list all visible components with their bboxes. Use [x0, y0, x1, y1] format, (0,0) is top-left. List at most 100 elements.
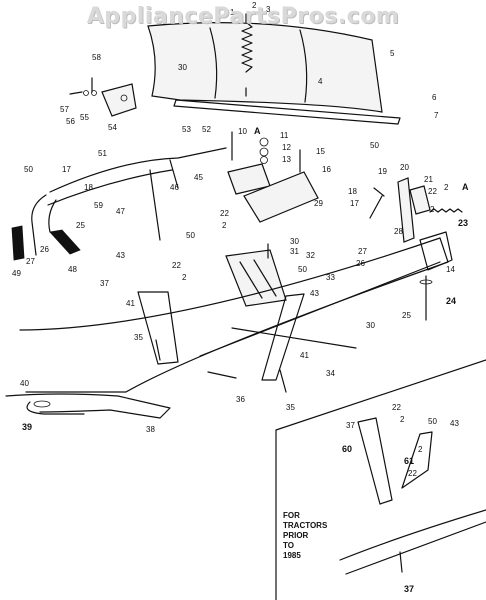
hitch-bracket — [225, 249, 287, 307]
label-50: 50 — [370, 141, 379, 150]
label-13: 13 — [282, 155, 291, 164]
cable-17 — [369, 195, 383, 219]
blade-assembly — [147, 13, 401, 125]
label-23: 23 — [458, 218, 468, 228]
label-14: 14 — [446, 265, 455, 274]
label-27b: 27 — [358, 247, 367, 256]
inset-arm-60 — [357, 417, 393, 505]
label-30c: 30 — [366, 321, 375, 330]
inset-note-line: PRIOR — [283, 531, 309, 540]
label-18a: 18 — [84, 183, 93, 192]
inset-note: FOR TRACTORS PRIOR TO 1985 — [283, 511, 327, 561]
label-3: 3 — [266, 5, 271, 14]
arm-41-right — [261, 293, 305, 381]
label-28: 28 — [394, 227, 403, 236]
rod-18 — [47, 169, 173, 206]
label-A1: A — [254, 126, 261, 136]
label-22c: 22 — [428, 187, 437, 196]
label-18b: 18 — [348, 187, 357, 196]
right-bracket-group — [369, 177, 463, 243]
link-47 — [149, 169, 161, 241]
main-frame-group — [5, 231, 453, 419]
inset-frame — [339, 509, 486, 561]
label-10: 10 — [238, 127, 247, 136]
label-51: 51 — [98, 149, 107, 158]
label-39: 39 — [22, 422, 32, 432]
inset-arm-61 — [401, 431, 433, 489]
label-54: 54 — [108, 123, 117, 132]
label-7: 7 — [434, 111, 439, 120]
label-48: 48 — [68, 265, 77, 274]
lever-46 — [169, 159, 179, 189]
center-pivot-group — [227, 131, 319, 223]
label-35b: 35 — [286, 403, 295, 412]
washer-14 — [419, 279, 433, 285]
label-40: 40 — [20, 379, 29, 388]
label-43a: 43 — [116, 251, 125, 260]
label-20: 20 — [400, 163, 409, 172]
nut-13 — [260, 156, 268, 164]
label-4: 4 — [318, 77, 323, 86]
label-50d: 50 — [298, 265, 307, 274]
hitch-bracket-group — [225, 243, 287, 307]
label-A2: A — [462, 182, 469, 192]
bolt-57 — [69, 91, 83, 95]
hitch-slot — [253, 259, 277, 297]
label-25a: 25 — [76, 221, 85, 230]
label-30: 30 — [178, 63, 187, 72]
label-11: 11 — [280, 131, 289, 140]
rod-51 — [49, 147, 227, 193]
label-56: 56 — [66, 117, 75, 126]
pin-36 — [207, 371, 237, 379]
label-37b: 37 — [346, 421, 355, 430]
inset-frame-edge — [345, 521, 486, 575]
bar-38 — [5, 393, 171, 419]
inset-group — [275, 359, 486, 600]
inset-note-line: FOR — [283, 511, 300, 520]
rod-34 — [231, 327, 357, 349]
callout-labels: 1 3 2 4 5 6 7 50 30 58 57 56 55 54 53 52… — [12, 1, 469, 594]
label-22b: 22 — [172, 261, 181, 270]
label-2b: 2 — [222, 221, 227, 230]
label-61: 61 — [404, 456, 414, 466]
label-45: 45 — [194, 173, 203, 182]
label-12: 12 — [282, 143, 291, 152]
label-37a: 37 — [100, 279, 109, 288]
label-41b: 41 — [300, 351, 309, 360]
label-49: 49 — [12, 269, 21, 278]
stand-39 — [26, 401, 85, 415]
bracket-20 — [397, 177, 415, 243]
label-52: 52 — [202, 125, 211, 134]
label-26b: 26 — [356, 259, 365, 268]
label-47: 47 — [116, 207, 125, 216]
blade-spring — [241, 21, 253, 73]
label-17b: 17 — [350, 199, 359, 208]
label-53: 53 — [182, 125, 191, 134]
label-31: 31 — [290, 247, 299, 256]
blade-curve-line — [209, 27, 218, 99]
blade-cutting-edge — [173, 99, 401, 125]
inset-note-line: TRACTORS — [283, 521, 328, 530]
inset-bolt-37 — [399, 551, 403, 573]
label-2g: 2 — [418, 445, 423, 454]
label-50c: 50 — [186, 231, 195, 240]
label-58: 58 — [92, 53, 101, 62]
label-24: 24 — [446, 296, 456, 306]
inset-note-line: TO — [283, 541, 294, 550]
label-33: 33 — [326, 273, 335, 282]
label-59: 59 — [94, 201, 103, 210]
bracket-21 — [409, 185, 431, 215]
label-25b: 25 — [402, 311, 411, 320]
frame-33 — [19, 237, 449, 393]
label-43b: 43 — [310, 289, 319, 298]
label-22d: 22 — [392, 403, 401, 412]
inset-note-line: 1985 — [283, 551, 301, 560]
washer-12 — [259, 147, 269, 157]
lift-handle-group — [11, 147, 227, 261]
frame-right-box — [419, 231, 453, 271]
label-43c: 43 — [450, 419, 459, 428]
label-15: 15 — [316, 147, 325, 156]
grip-49 — [11, 225, 25, 261]
label-2: 2 — [252, 1, 257, 10]
